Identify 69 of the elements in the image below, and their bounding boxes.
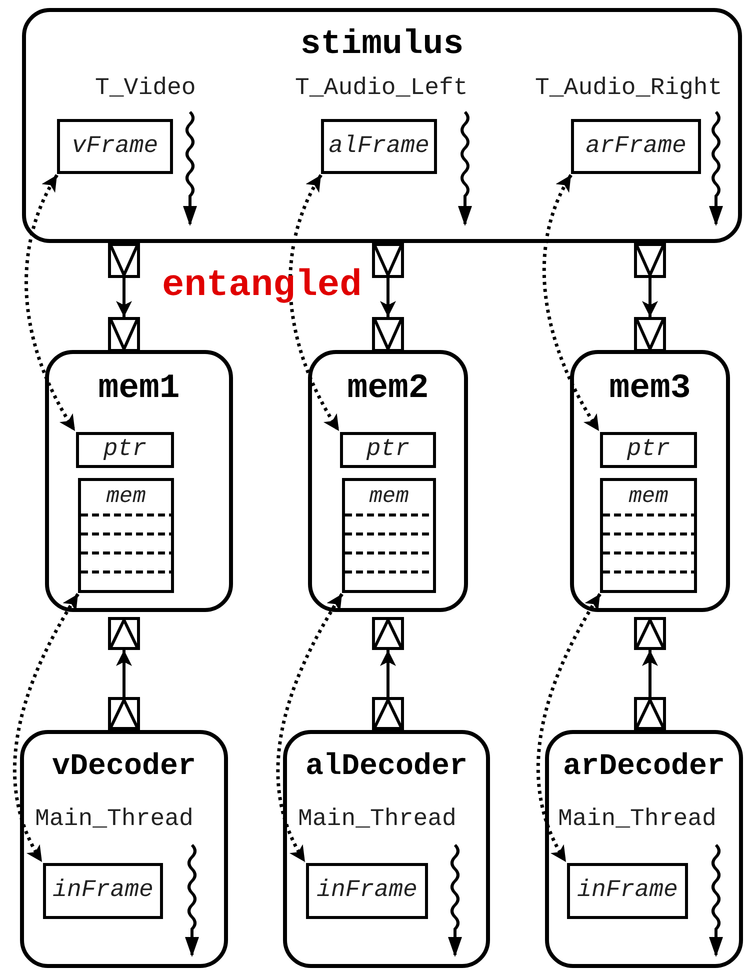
field-name: alFrame — [328, 134, 430, 158]
buffer-name: mem — [628, 486, 670, 508]
field-box — [76, 432, 174, 468]
thread-name: Main_Thread — [558, 808, 716, 832]
component-title: mem3 — [608, 372, 692, 406]
field-box — [43, 863, 163, 919]
arrow — [380, 650, 396, 697]
memory-buffer-box — [78, 478, 174, 593]
thread-name: Main_Thread — [298, 808, 456, 832]
port-symbol — [372, 317, 404, 352]
field-name: ptr — [626, 438, 670, 462]
dotted-arrow — [12, 593, 80, 863]
field-name: arFrame — [586, 134, 686, 158]
component-title: arDecoder — [562, 752, 726, 782]
component-box — [545, 730, 743, 968]
port-symbol — [634, 243, 666, 278]
port-symbol — [372, 697, 404, 730]
buffer-name: mem — [105, 486, 147, 508]
arrow — [380, 278, 396, 317]
port-symbol — [108, 697, 140, 730]
thread-name: T_Video — [95, 77, 196, 101]
field-box — [57, 119, 173, 174]
dotted-arrow — [288, 174, 340, 432]
arrow — [116, 650, 132, 697]
field-box — [306, 863, 428, 919]
memory-buffer-box — [600, 478, 697, 593]
dotted-arrow — [276, 593, 344, 863]
thread-name: Main_Thread — [35, 808, 194, 832]
thread-name: T_Audio_Left — [295, 77, 468, 101]
arrow — [116, 278, 132, 317]
arrow — [642, 278, 658, 317]
port-symbol — [108, 317, 140, 352]
buffer-name: mem — [368, 486, 410, 508]
dotted-arrow — [542, 174, 600, 432]
field-box — [571, 119, 701, 174]
component-title: vDecoder — [50, 752, 198, 782]
component-box — [20, 730, 228, 968]
component-box — [22, 8, 742, 243]
port-symbol — [372, 617, 404, 650]
field-box — [567, 863, 688, 919]
field-name: ptr — [103, 438, 147, 462]
arrow — [642, 650, 658, 697]
component-box — [308, 350, 468, 612]
component-box — [283, 730, 490, 968]
component-box — [570, 350, 730, 612]
field-box — [321, 119, 437, 174]
port-symbol — [634, 317, 666, 352]
port-symbol — [634, 697, 666, 730]
component-title: alDecoder — [304, 752, 469, 782]
port-symbol — [108, 243, 140, 278]
component-box — [45, 350, 233, 612]
component-title: stimulus — [299, 28, 465, 62]
component-title: mem1 — [97, 372, 181, 406]
field-name: inFrame — [52, 879, 154, 903]
field-name: ptr — [366, 438, 410, 462]
field-box — [600, 432, 697, 468]
field-box — [340, 432, 436, 468]
component-title: mem2 — [346, 372, 430, 406]
field-name: inFrame — [577, 879, 678, 903]
dotted-arrow — [536, 593, 602, 863]
field-name: vFrame — [72, 134, 158, 158]
port-symbol — [372, 243, 404, 278]
annotation-label: entangled — [162, 268, 362, 305]
memory-buffer-box — [342, 478, 436, 593]
port-symbol — [634, 617, 666, 650]
field-name: inFrame — [316, 879, 418, 903]
port-symbol — [108, 617, 140, 650]
dotted-arrow — [24, 174, 76, 432]
thread-name: T_Audio_Right — [535, 77, 722, 101]
